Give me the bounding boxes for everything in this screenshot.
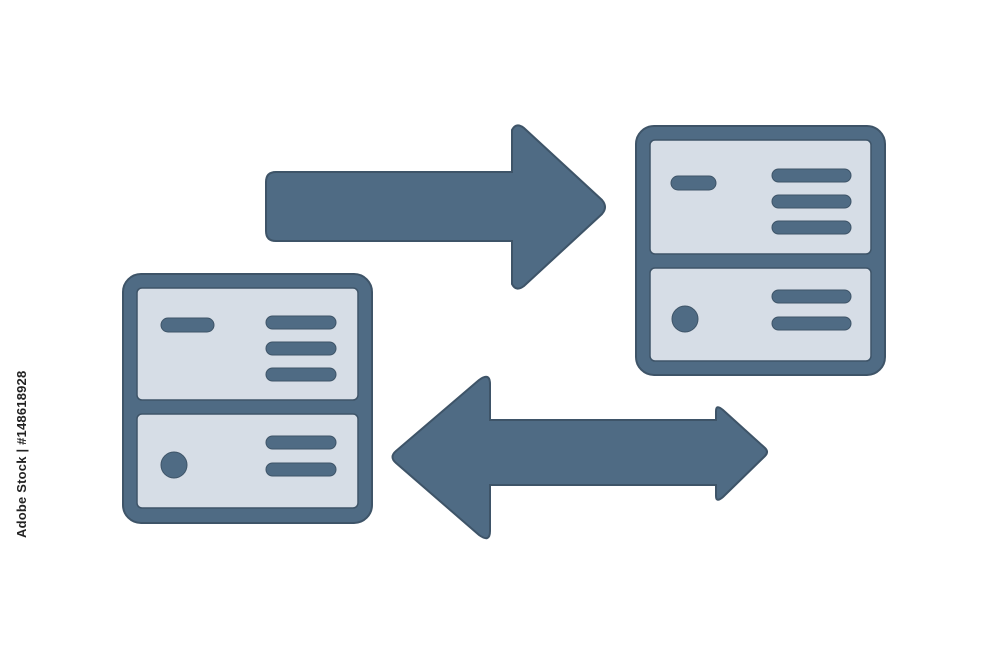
server-icon-right (635, 125, 886, 376)
power-led-icon (160, 451, 188, 479)
arrow-right-icon (265, 124, 606, 290)
arrow-double-icon (391, 375, 768, 540)
power-led-icon (671, 305, 699, 333)
stock-id-label: Adobe Stock | #148618928 (14, 370, 29, 538)
server-icon-left (122, 273, 373, 524)
